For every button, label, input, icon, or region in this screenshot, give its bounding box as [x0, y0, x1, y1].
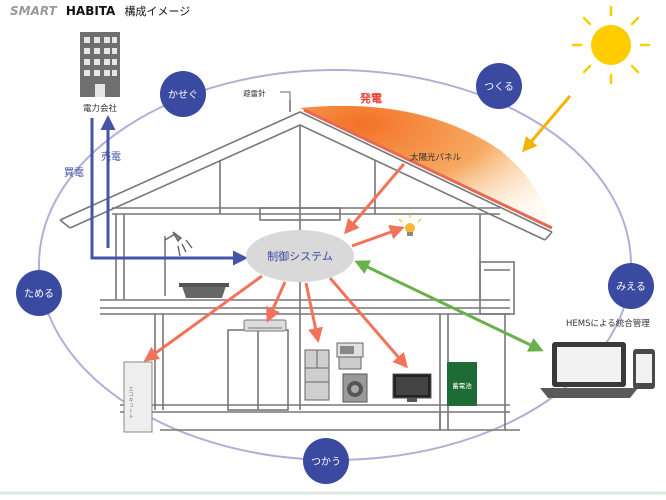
washing-machine-icon — [342, 373, 368, 403]
control-hems-arrow — [354, 260, 544, 352]
storage-battery-label: 蓄電池 — [452, 381, 472, 390]
ecocute-label: エコキュート — [127, 386, 134, 420]
air-conditioner-icon — [243, 319, 287, 332]
bathtub-icon — [179, 283, 229, 298]
buy-power-arrow — [90, 118, 248, 266]
buy-power-label: 買電 — [64, 167, 84, 179]
sunlight-arrow — [522, 95, 572, 153]
hems-label: HEMSによる統合管理 — [566, 318, 650, 329]
tv-icon — [392, 373, 432, 402]
control-system-node — [246, 230, 354, 282]
lightning-rod-leader — [280, 91, 291, 112]
svg-text:SMART HABITA 構成イメージ: SMART HABITA 構成イメージ — [10, 0, 190, 19]
lightning-rod-label: 避雷針 — [243, 88, 266, 98]
shower-icon — [164, 231, 193, 296]
ecocute-unit — [123, 361, 153, 433]
bulb-icon — [398, 214, 422, 236]
refrigerator-icon — [304, 349, 330, 401]
circle-tameru-label: ためる — [24, 288, 54, 300]
control-to-bulb-arrow — [351, 225, 405, 248]
sell-power-label: 売電 — [101, 150, 121, 163]
microwave-icon — [336, 342, 364, 370]
circle-tsukau-label: つかう — [311, 456, 341, 468]
house — [59, 100, 553, 431]
circle-kasegu-label: かせぐ — [168, 89, 198, 101]
solar-panel-label: 太陽光パネル — [410, 152, 462, 163]
power-company-label: 電力会社 — [83, 103, 118, 114]
storage-battery — [447, 362, 477, 406]
solar-to-control-arrow — [344, 163, 406, 235]
circle-mieru: みえる — [608, 263, 654, 309]
laptop-icon — [540, 342, 638, 398]
sun-icon — [571, 5, 651, 85]
brand-habita: HABITA — [66, 4, 116, 18]
circle-tameru: ためる — [16, 270, 62, 316]
circle-tsukau: つかう — [303, 438, 349, 484]
control-to-aircon-arrow — [266, 281, 287, 323]
circle-tsukuru: つくる — [476, 63, 522, 109]
control-to-fridge-arrow — [304, 282, 323, 343]
header-subtitle: 構成イメージ — [124, 5, 190, 18]
control-to-ecocute-arrow — [143, 274, 263, 362]
generation-label: 発電 — [359, 91, 382, 105]
circle-mieru-label: みえる — [616, 281, 646, 293]
building-icon — [80, 32, 120, 97]
control-system-label: 制御システム — [267, 249, 333, 263]
smartphone-icon — [633, 349, 655, 389]
brand-smart: SMART — [10, 4, 58, 18]
circle-kasegu: かせぐ — [160, 71, 206, 117]
circle-tsukuru-label: つくる — [484, 81, 514, 93]
